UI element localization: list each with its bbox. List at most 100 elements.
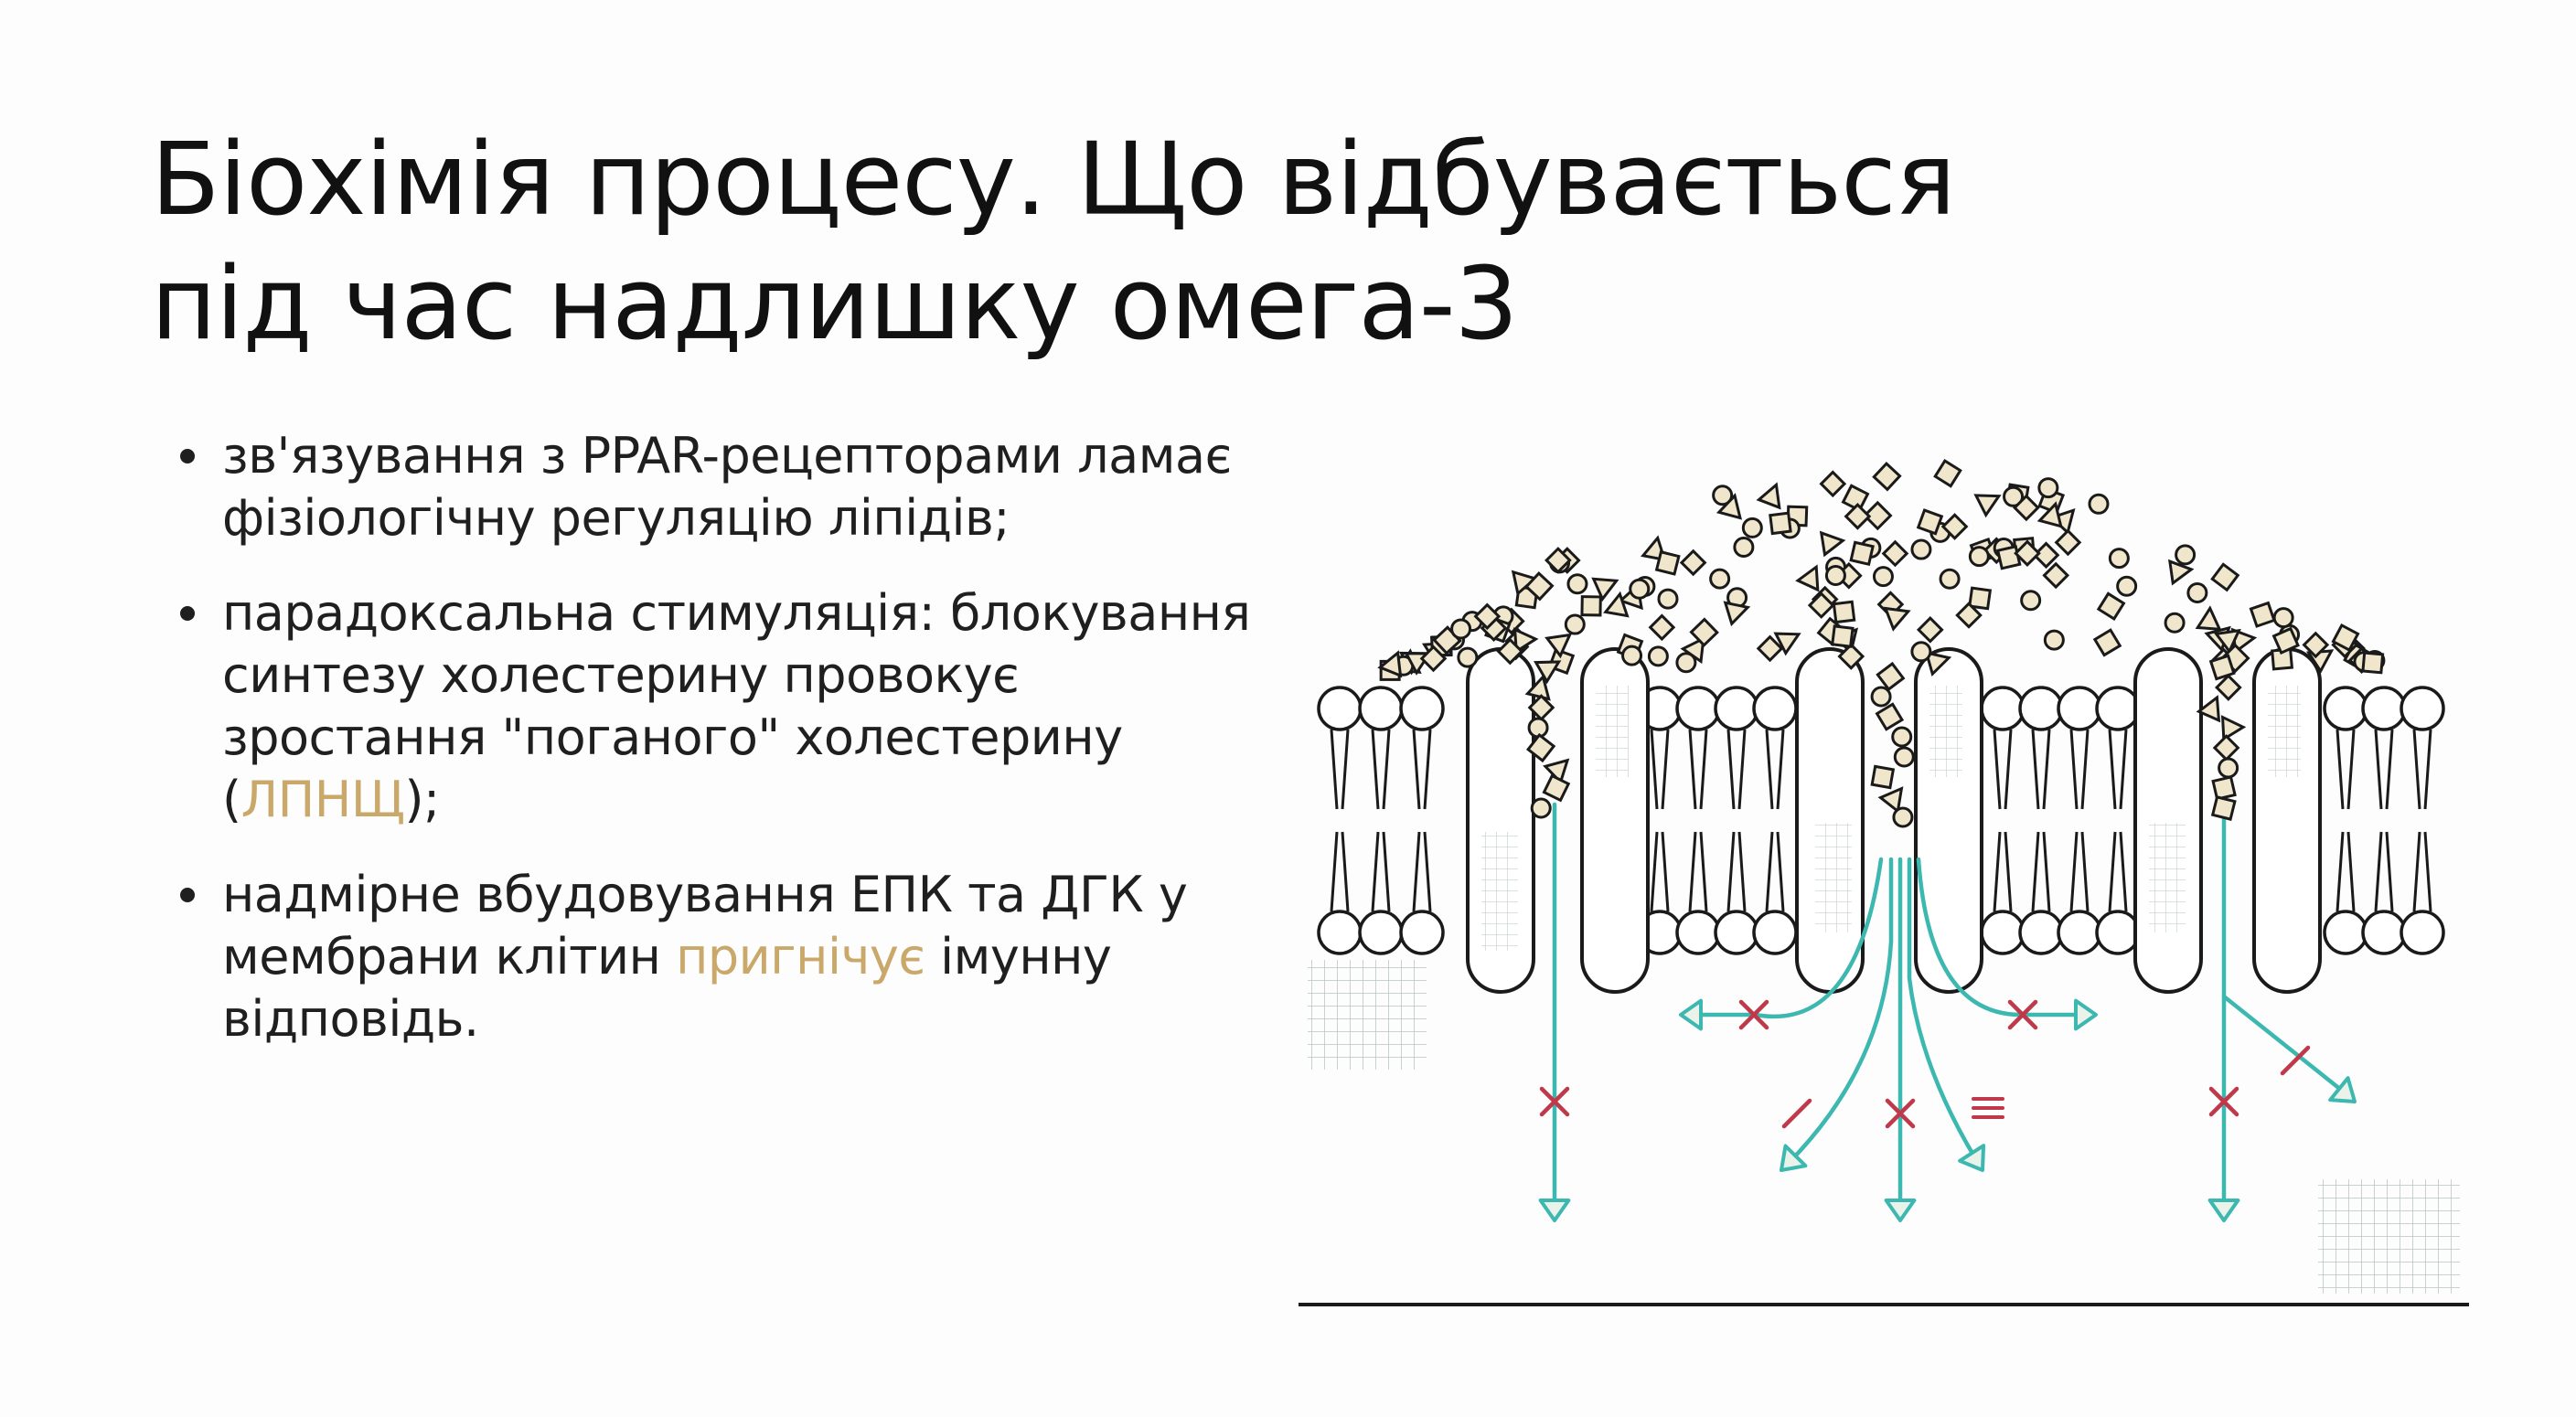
lipid-tail	[2108, 729, 2117, 810]
particle-square-icon	[1872, 461, 1902, 492]
signal-arrows	[1538, 802, 2357, 1222]
bullet-text-after: імунну відповідь.	[222, 928, 1112, 1048]
particle-diamond-icon	[1545, 547, 1572, 574]
lipid-head	[2361, 686, 2407, 731]
particle-triangle-icon	[1545, 633, 1573, 659]
lipid-tail	[2423, 729, 2432, 810]
title-line-2: під час надлишку омега-3	[151, 245, 1519, 362]
blocked-x-icon	[2208, 1086, 2239, 1117]
bullet-list: зв'язування з PPAR-рецепторами ламає фіз…	[178, 425, 1257, 1050]
particle-circle-icon	[2020, 590, 2042, 612]
lipid-head	[1317, 686, 1363, 731]
particle-triangle-icon	[1973, 494, 2002, 518]
lipid-tail	[1699, 831, 1708, 912]
arrow-head-icon	[2328, 1076, 2357, 1103]
signal-arrow	[1780, 857, 1894, 1171]
particle-triangle-icon	[1591, 577, 1619, 602]
particle-diamond-icon	[2212, 734, 2240, 762]
lipid-head	[2323, 910, 2368, 955]
inhibition-mark-icon	[1972, 1097, 2004, 1119]
particle-square-icon	[1933, 459, 1962, 488]
lipid-tail	[2412, 729, 2421, 810]
lipid-tail	[1993, 729, 2002, 810]
protein-texture	[1929, 686, 1962, 777]
particle-triangle-icon	[2195, 605, 2222, 631]
particle-square-icon	[1875, 702, 1905, 731]
particle-circle-icon	[2175, 544, 2197, 566]
lipid-head	[2095, 910, 2141, 955]
lipid-tail	[1382, 729, 1391, 810]
particle-circle-icon	[1647, 645, 1669, 667]
particle-square-icon	[1916, 508, 1944, 536]
bullet-text-after: );	[404, 771, 440, 828]
lipid-tail	[2069, 729, 2079, 810]
particle-square-icon	[1580, 595, 1602, 617]
lipid-head	[1980, 910, 2026, 955]
particle-square-icon	[1525, 732, 1556, 763]
lipid-tail	[1412, 729, 1421, 810]
particle-diamond-icon	[1837, 643, 1865, 670]
particle-circle-icon	[1450, 618, 1472, 640]
lipid-head	[1358, 910, 1404, 955]
particle-circle-icon	[1457, 646, 1479, 668]
blocked-x-icon	[1539, 1086, 1570, 1117]
bullet-item: надмірне вбудовування ЕПК та ДГК у мембр…	[178, 864, 1257, 1050]
particle-diamond-icon	[2013, 494, 2040, 522]
bullet-text: зв'язування з PPAR-рецепторами ламає фіз…	[222, 427, 1232, 547]
signal-arrow	[1907, 857, 1983, 1168]
lipid-tail	[1765, 729, 1774, 810]
particle-circle-icon	[2037, 477, 2059, 499]
lipid-tail	[1661, 729, 1670, 810]
particle-circle-icon	[1910, 641, 1932, 663]
particle-square-icon	[1841, 484, 1870, 513]
lipid-tail	[2374, 831, 2383, 912]
lipid-head	[1399, 686, 1445, 731]
particle-triangle-icon	[2168, 559, 2195, 586]
lipid-tail	[2042, 831, 2051, 912]
particle-circle-icon	[1870, 686, 1892, 708]
lipid-head	[2018, 686, 2064, 731]
lipid-head	[2361, 910, 2407, 955]
particle-diamond-icon	[1940, 513, 1969, 540]
bullet-dot-icon	[180, 606, 195, 621]
lipid-tail	[1330, 729, 1339, 810]
lipid-tail	[2385, 729, 2394, 810]
lipid-tail	[1993, 831, 2002, 912]
blocked-x-icon	[1885, 1098, 1916, 1129]
particle-triangle-icon	[1756, 482, 1781, 510]
particle-square-icon	[2271, 626, 2300, 655]
particle-triangle-icon	[1534, 660, 1562, 685]
particle-diamond-icon	[1473, 602, 1502, 631]
lipid-tail	[2336, 729, 2345, 810]
lipid-head	[1980, 686, 2026, 731]
particle-square-icon	[1769, 511, 1792, 536]
particle-circle-icon	[1709, 568, 1731, 590]
lipid-tail	[1412, 831, 1421, 912]
lipid-head	[1675, 910, 1721, 955]
bullet-accent-ldl: ЛПНЩ	[240, 771, 405, 828]
omega3-particles	[1377, 459, 2386, 828]
lipid-tail	[2336, 831, 2345, 912]
lipid-tail	[2080, 729, 2090, 810]
lipid-head	[1752, 910, 1798, 955]
particle-square-icon	[1689, 617, 1719, 647]
lipid-tail	[2031, 729, 2040, 810]
decorative-grids	[1308, 960, 2460, 1294]
lipid-tail	[1726, 831, 1736, 912]
particle-square-icon	[2092, 628, 2122, 657]
protein-texture	[1815, 823, 1852, 932]
blocked-slash-icon	[2280, 1045, 2311, 1076]
particle-circle-icon	[1566, 573, 1588, 595]
particle-circle-icon	[2116, 575, 2138, 597]
particle-triangle-icon	[1512, 627, 1539, 655]
lipid-tail	[2385, 831, 2394, 912]
particle-diamond-icon	[1496, 637, 1524, 666]
lipid-tail	[2423, 831, 2432, 912]
particle-diamond-icon	[1844, 503, 1872, 530]
particle-circle-icon	[1892, 806, 1914, 828]
lipid-tail	[1765, 831, 1774, 912]
particle-square-icon	[1654, 549, 1681, 576]
arrow-head-icon	[1780, 1144, 1808, 1172]
particle-diamond-icon	[2014, 539, 2041, 568]
lipid-head	[1358, 686, 1404, 731]
